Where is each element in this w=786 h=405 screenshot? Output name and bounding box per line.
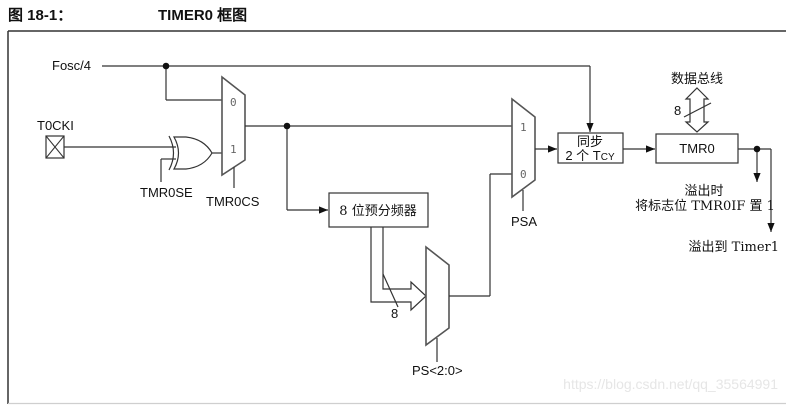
- prescaler-block: [328, 192, 429, 228]
- fosc-label: Fosc/4: [52, 58, 91, 73]
- figure-title: TIMER0 框图: [158, 7, 248, 24]
- data-bus-label: 数据总线: [671, 72, 723, 87]
- sync-label-line2: 2 个 TCY: [565, 148, 615, 163]
- tmr0cs-label: TMR0CS: [206, 194, 260, 209]
- data-bus-width: 8: [674, 103, 681, 118]
- overflow-junction-dot: [753, 145, 761, 153]
- tmr0se-wire: [160, 158, 176, 182]
- psa-label: PSA: [511, 214, 537, 229]
- fosc-wire: [102, 65, 594, 132]
- overflow-to-timer1-label: 溢出到 Timer1: [689, 240, 779, 255]
- mux2-input-1-label: 1: [520, 121, 527, 134]
- figure-frame: [7, 30, 786, 405]
- prescaler-bus-width: 8: [391, 306, 398, 321]
- sync-block: [557, 132, 624, 164]
- prescaler-bus-arrow: [370, 227, 427, 312]
- watermark: https://blog.csdn.net/qq_35564991: [563, 376, 778, 392]
- t0cki-pin-icon: [45, 135, 65, 159]
- mux1-junction-dot: [283, 122, 291, 130]
- mux3-output-wire: [449, 173, 512, 297]
- psa-mux: [511, 97, 536, 199]
- tmr0-register: [655, 133, 739, 164]
- clock-source-mux: [221, 75, 246, 177]
- t0cki-label: T0CKI: [37, 118, 74, 133]
- tmr0se-label: TMR0SE: [140, 185, 193, 200]
- tmr0-label: TMR0: [679, 141, 714, 156]
- overflow-wire: [738, 148, 775, 232]
- ps-label: PS<2:0>: [412, 363, 463, 378]
- overflow-flag-line2: 将标志位 TMR0IF 置 1: [635, 199, 775, 214]
- figure-label: 图 18-1：: [8, 7, 73, 24]
- prescaler-label: 8 位预分频器: [339, 204, 416, 219]
- sync-label-line1: 同步: [577, 135, 603, 150]
- fosc-junction-dot: [162, 62, 170, 70]
- data-bus-double-arrow-icon: [683, 87, 712, 133]
- mux1-input-1-label: 1: [230, 143, 237, 156]
- mux1-input-0-label: 0: [230, 96, 237, 109]
- overflow-flag-line1: 溢出时: [684, 184, 723, 199]
- mux2-input-0-label: 0: [520, 168, 527, 181]
- xor-gate-icon: [168, 135, 213, 171]
- prescaler-select-mux: [425, 245, 450, 347]
